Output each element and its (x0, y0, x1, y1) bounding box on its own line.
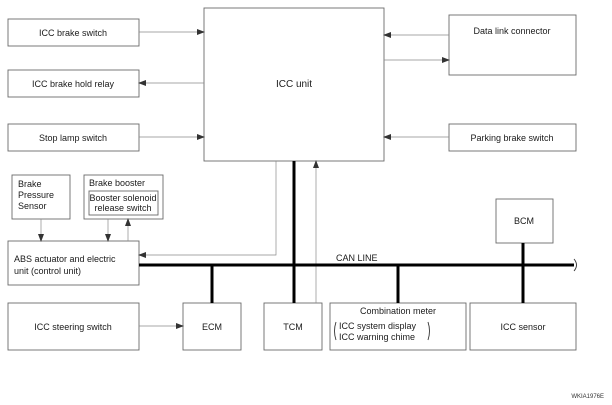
parking-brake-switch-label: Parking brake switch (470, 133, 553, 143)
abs-actuator-label-2: unit (control unit) (14, 266, 81, 276)
tcm-label: TCM (283, 322, 303, 332)
brake-pressure-sensor-label-1: Brake (18, 179, 42, 189)
tcm-block: TCM (263, 302, 323, 351)
icc-brake-hold-relay-block: ICC brake hold relay (7, 69, 140, 98)
booster-solenoid-label-2: release switch (94, 203, 151, 213)
icc-unit-label: ICC unit (276, 79, 312, 90)
abs-actuator-block: ABS actuator and electric unit (control … (7, 240, 140, 286)
brake-pressure-sensor-block: Brake Pressure Sensor (11, 174, 71, 220)
icc-steering-switch-block: ICC steering switch (7, 302, 140, 351)
combination-meter-label: Combination meter (360, 306, 436, 316)
data-link-connector-block: Data link connector (448, 14, 577, 76)
stop-lamp-switch-label: Stop lamp switch (39, 133, 107, 143)
can-line-label: CAN LINE (336, 253, 378, 263)
brake-booster-block: Brake booster Booster solenoid release s… (83, 174, 164, 220)
data-link-connector-label: Data link connector (473, 26, 550, 36)
brake-booster-label: Brake booster (89, 178, 145, 188)
abs-actuator-label-1: ABS actuator and electric (14, 254, 116, 264)
ecm-block: ECM (182, 302, 242, 351)
right-bracket (427, 321, 430, 341)
parking-brake-switch-block: Parking brake switch (448, 123, 577, 152)
stop-lamp-switch-block: Stop lamp switch (7, 123, 140, 152)
bcm-label: BCM (514, 216, 534, 226)
brake-pressure-sensor-label-3: Sensor (18, 201, 47, 211)
icc-sensor-label: ICC sensor (500, 322, 545, 332)
can-line-end (573, 258, 577, 272)
booster-solenoid-label-1: Booster solenoid (89, 193, 156, 203)
combination-meter-item-1: ICC system display (339, 321, 417, 331)
icc-unit-block: ICC unit (203, 7, 385, 162)
combination-meter-item-2: ICC warning chime (339, 332, 415, 342)
bcm-block: BCM (495, 198, 554, 244)
ecm-label: ECM (202, 322, 222, 332)
icc-brake-switch-label: ICC brake switch (39, 28, 107, 38)
left-bracket (334, 321, 337, 341)
brake-pressure-sensor-label-2: Pressure (18, 190, 54, 200)
arrow-icc-to-abs (138, 161, 277, 258)
figure-code: WKIA1976E (571, 394, 604, 400)
combination-meter-block: Combination meter ICC system display ICC… (329, 302, 467, 351)
icc-brake-switch-block: ICC brake switch (7, 18, 140, 47)
icc-brake-hold-relay-label: ICC brake hold relay (32, 79, 115, 89)
icc-sensor-block: ICC sensor (469, 302, 577, 351)
icc-steering-switch-label: ICC steering switch (34, 322, 112, 332)
